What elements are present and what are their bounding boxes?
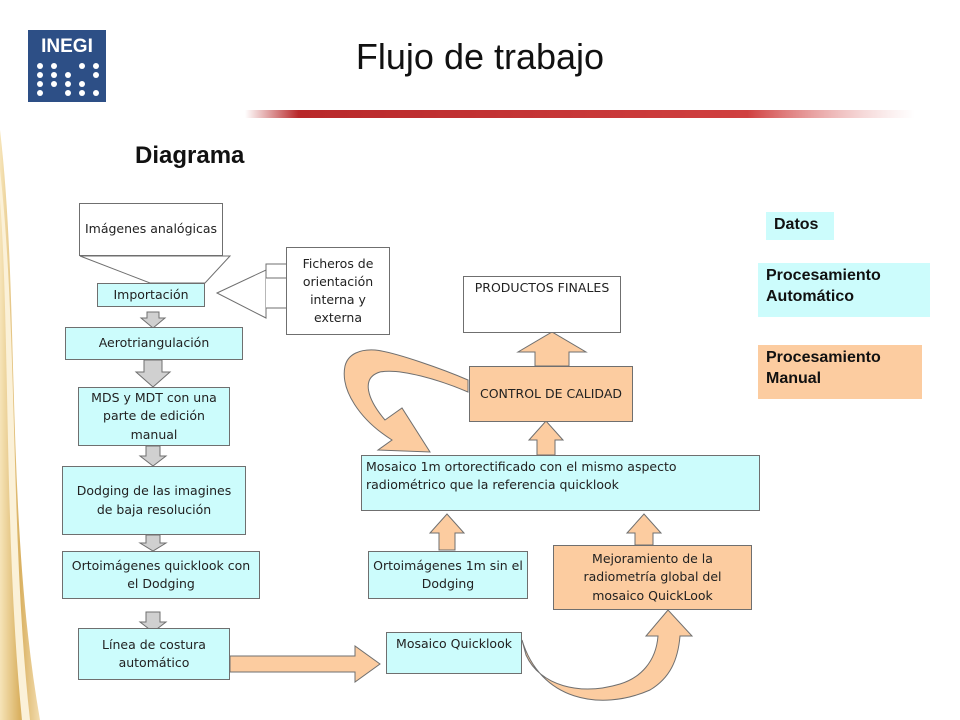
node-mosaico-quicklook: Mosaico Quicklook — [386, 632, 522, 674]
node-importacion: Importación — [97, 283, 205, 307]
legend-procesamiento-automatico: Procesamiento Automático — [758, 263, 930, 317]
legend-datos: Datos — [766, 212, 834, 240]
node-ficheros-orientacion: Ficheros de orientación interna y extern… — [286, 247, 390, 335]
node-imagenes-analogicas: Imágenes analógicas — [79, 203, 223, 256]
node-mejoramiento-radiometria: Mejoramiento de la radiometría global de… — [553, 545, 752, 610]
side-swoosh-decoration — [0, 130, 40, 720]
node-mosaico-1m: Mosaico 1m ortorectificado con el mismo … — [361, 455, 760, 511]
diagram-subtitle: Diagrama — [135, 142, 245, 169]
node-linea-costura: Línea de costura automático — [78, 628, 230, 680]
node-ortoimagenes-1m: Ortoimágenes 1m sin el Dodging — [368, 551, 528, 599]
node-aerotriangulacion: Aerotriangulación — [65, 327, 243, 360]
node-ortoimagenes-quicklook: Ortoimágenes quicklook con el Dodging — [62, 551, 260, 599]
node-dodging-baja-resolucion: Dodging de las imagines de baja resoluci… — [62, 466, 246, 535]
svg-text:INEGI: INEGI — [41, 36, 93, 57]
legend-procesamiento-manual: Procesamiento Manual — [758, 345, 922, 399]
accent-bar — [245, 110, 915, 118]
node-mds-mdt: MDS y MDT con una parte de edición manua… — [78, 387, 230, 446]
node-control-calidad: CONTROL DE CALIDAD — [469, 366, 633, 422]
inegi-logo: INEGI — [28, 30, 106, 102]
page-title: Flujo de trabajo — [355, 36, 605, 77]
node-productos-finales: PRODUCTOS FINALES — [463, 276, 621, 333]
